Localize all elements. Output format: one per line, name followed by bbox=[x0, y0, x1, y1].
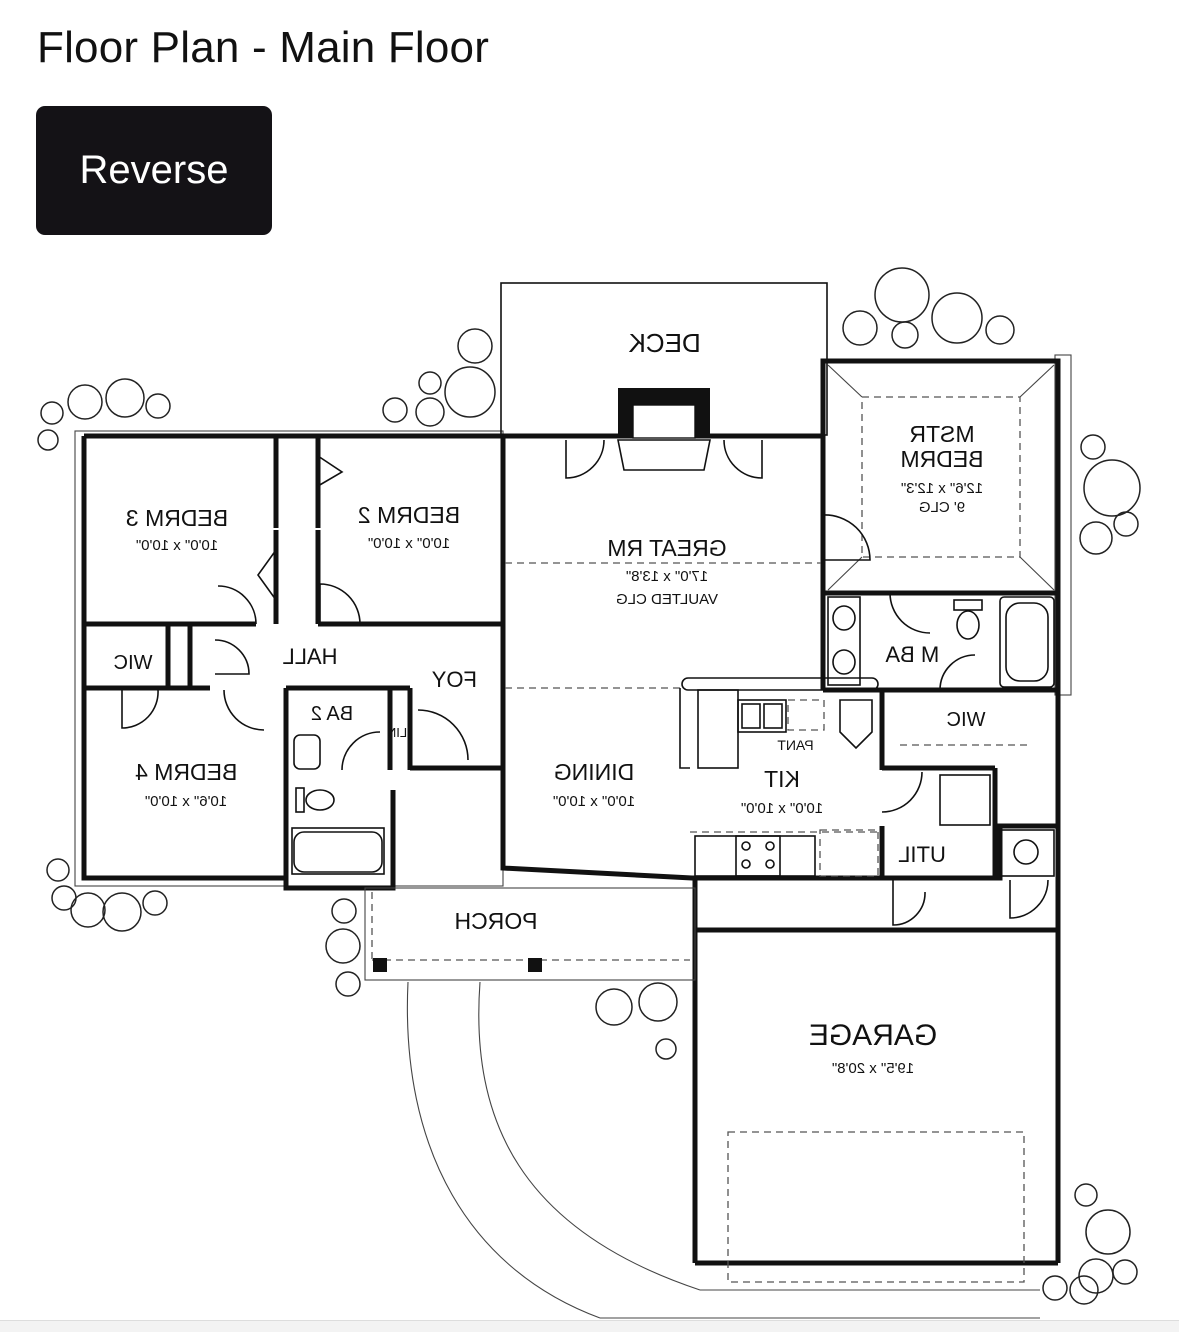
label-wic-left: WIC bbox=[114, 652, 153, 674]
page-title: Floor Plan - Main Floor bbox=[37, 23, 490, 72]
label-great-rm-clg: VAULTED CLG bbox=[616, 591, 718, 608]
label-mstr-dims: 12'6" x 12'3" bbox=[901, 480, 983, 497]
label-dining-dims: 10'0" x 10'0" bbox=[553, 793, 635, 810]
room-labels: DECK MSTR BEDRM 12'6" x 12'3" 9' CLG BED… bbox=[114, 328, 986, 1077]
shrubs-right bbox=[1042, 434, 1141, 1305]
label-util: UTIL bbox=[898, 842, 946, 867]
label-bedrm-4-dims: 10'6" x 10'0" bbox=[145, 793, 227, 810]
door-swings bbox=[121, 439, 1049, 926]
shrubs-left bbox=[37, 378, 171, 932]
label-kit-dims: 10'0" x 10'0" bbox=[741, 800, 823, 817]
label-kit: KIT bbox=[764, 766, 800, 792]
label-bedrm-3-dims: 10'0" x 10'0" bbox=[136, 537, 218, 554]
label-garage-dims: 19'5" x 20'8" bbox=[832, 1060, 914, 1077]
reverse-button[interactable]: Reverse bbox=[36, 106, 272, 235]
bottom-divider bbox=[0, 1320, 1179, 1332]
label-ba-2: BA 2 bbox=[311, 703, 353, 725]
label-bedrm-2: BEDRM 2 bbox=[358, 502, 460, 528]
shrubs-top-center bbox=[382, 328, 496, 427]
label-garage: GARAGE bbox=[809, 1019, 937, 1052]
label-m-ba: M BA bbox=[885, 642, 939, 667]
label-porch: PORCH bbox=[454, 908, 537, 934]
label-mstr-bedrm-2: BEDRM bbox=[900, 446, 983, 472]
shrubs-porch bbox=[325, 898, 678, 1060]
label-deck: DECK bbox=[628, 328, 701, 358]
label-pant: PANT bbox=[777, 737, 814, 753]
label-great-rm-dims: 17'0" x 13'8" bbox=[626, 568, 708, 585]
label-bedrm-3: BEDRM 3 bbox=[126, 505, 228, 531]
label-bedrm-2-dims: 10'0" x 10'0" bbox=[368, 535, 450, 552]
label-mstr-clg: 9' CLG bbox=[919, 499, 965, 516]
label-dining: DINING bbox=[554, 759, 635, 785]
label-wic-right: WIC bbox=[947, 709, 986, 731]
label-great-rm: GREAT RM bbox=[607, 535, 726, 561]
label-mstr-bedrm-1: MSTR bbox=[909, 421, 974, 447]
label-foy: FOY bbox=[431, 667, 477, 692]
label-hall: HALL bbox=[282, 644, 337, 669]
label-lin: LIN bbox=[387, 725, 407, 740]
label-bedrm-4: BEDRM 4 bbox=[135, 759, 237, 785]
shrubs-top-right bbox=[842, 267, 1015, 349]
